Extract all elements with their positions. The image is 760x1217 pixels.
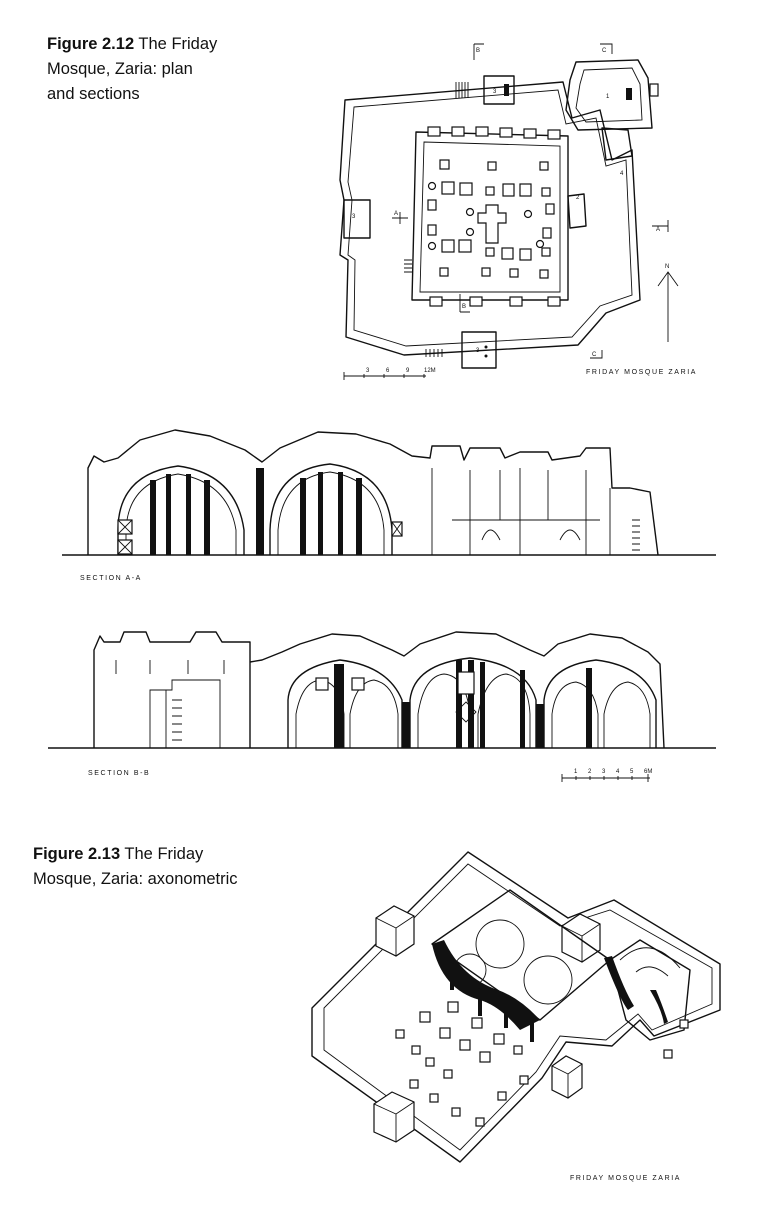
section-b-arch-1 [287,659,403,748]
svg-text:B: B [462,304,466,310]
plan-pillars [427,159,555,279]
plan-label-3-north: 3 [493,89,497,95]
axo-dome-1 [475,919,525,969]
section-b-label: SECTION B-B [88,770,150,777]
svg-text:3: 3 [602,769,606,775]
figure-2-12-caption-line3: and sections [47,85,140,103]
section-b-arch-3 [543,659,657,748]
svg-text:12M: 12M [424,368,436,374]
section-a-arch-right [269,463,393,555]
section-b-b-drawing: 1 2 3 4 5 6M SECTION B-B [48,631,716,782]
axonometric-title: FRIDAY MOSQUE ZARIA [570,1175,681,1182]
svg-text:A: A [656,227,660,233]
plan-label-1: 1 [606,94,610,100]
plan-central-pier [477,204,507,244]
svg-text:6: 6 [386,368,390,374]
plan-tower-south [461,331,497,369]
plan-tower-north [483,75,515,105]
svg-text:6M: 6M [644,769,652,775]
plan-label-3-south: 3 [476,348,480,354]
plan-room-2 [601,127,633,161]
plan-stairs [404,82,469,357]
figure-2-12-number: Figure 2.12 [47,35,135,53]
section-a-profile [87,429,659,556]
svg-text:C: C [602,48,607,54]
figure-2-13-number: Figure 2.13 [33,845,121,863]
section-b-panels [315,671,477,723]
svg-text:A: A [394,211,398,217]
section-a-a-drawing: SECTION A-A [62,429,716,582]
axo-pillars [395,1001,689,1127]
axo-annex [609,939,691,1041]
section-b-ribs [334,660,592,748]
section-a-label: SECTION A-A [80,575,142,582]
section-a-arch-left [117,465,245,555]
plan-prayer-hall [411,131,569,301]
axo-dome-2 [523,955,573,1005]
mosque-plan-drawing: 3 3 3 1 2 4 B B A A C C N 3 6 9 12M FRID… [339,43,697,380]
section-b-profile [249,631,665,749]
north-arrow-icon: N [657,264,679,342]
figure-2-13-caption: Figure 2.13 The Friday Mosque, Zaria: ax… [33,842,293,892]
figure-2-13-caption-line1: The Friday [124,845,204,863]
axo-arch-sections [432,940,668,1042]
plan-outer-wall [339,81,641,356]
figure-2-13-caption-line2: Mosque, Zaria: axonometric [33,870,238,888]
svg-text:9: 9 [406,368,410,374]
section-b-arch-2 [409,657,537,748]
svg-text:C: C [592,352,597,358]
svg-text:4: 4 [616,769,620,775]
svg-text:5: 5 [630,769,634,775]
plan-tower-west [343,199,371,239]
section-a-ribs [150,468,362,555]
plan-buttresses [427,126,561,307]
plan-label-4: 4 [620,171,624,177]
plan-scale-bar: 3 6 9 12M [343,368,436,380]
svg-text:3: 3 [366,368,370,374]
figure-2-12-caption-line1: The Friday [138,35,218,53]
section-scale-bar: 1 2 3 4 5 6M [561,769,652,782]
axo-outer-wall [311,851,721,1163]
section-b-left-tower [93,631,251,748]
section-a-lattice-panels [117,519,403,555]
svg-text:B: B [476,48,480,54]
svg-text:1: 1 [574,769,578,775]
plan-section-markers: B B A A C C [392,43,669,359]
plan-prayer-hall-inner [419,141,561,293]
plan-annex-east [567,193,587,229]
plan-label-3-west: 3 [352,214,356,220]
plan-outer-wall-inner-line [347,89,633,347]
plan-title: FRIDAY MOSQUE ZARIA [586,369,697,376]
north-arrow-label: N [665,264,669,270]
figure-2-12-caption: Figure 2.12 The Friday Mosque, Zaria: pl… [47,32,267,107]
figure-2-12-caption-line2: Mosque, Zaria: plan [47,60,193,78]
axo-towers [373,905,601,1143]
svg-text:2: 2 [588,769,592,775]
plan-label-2: 2 [576,195,580,201]
